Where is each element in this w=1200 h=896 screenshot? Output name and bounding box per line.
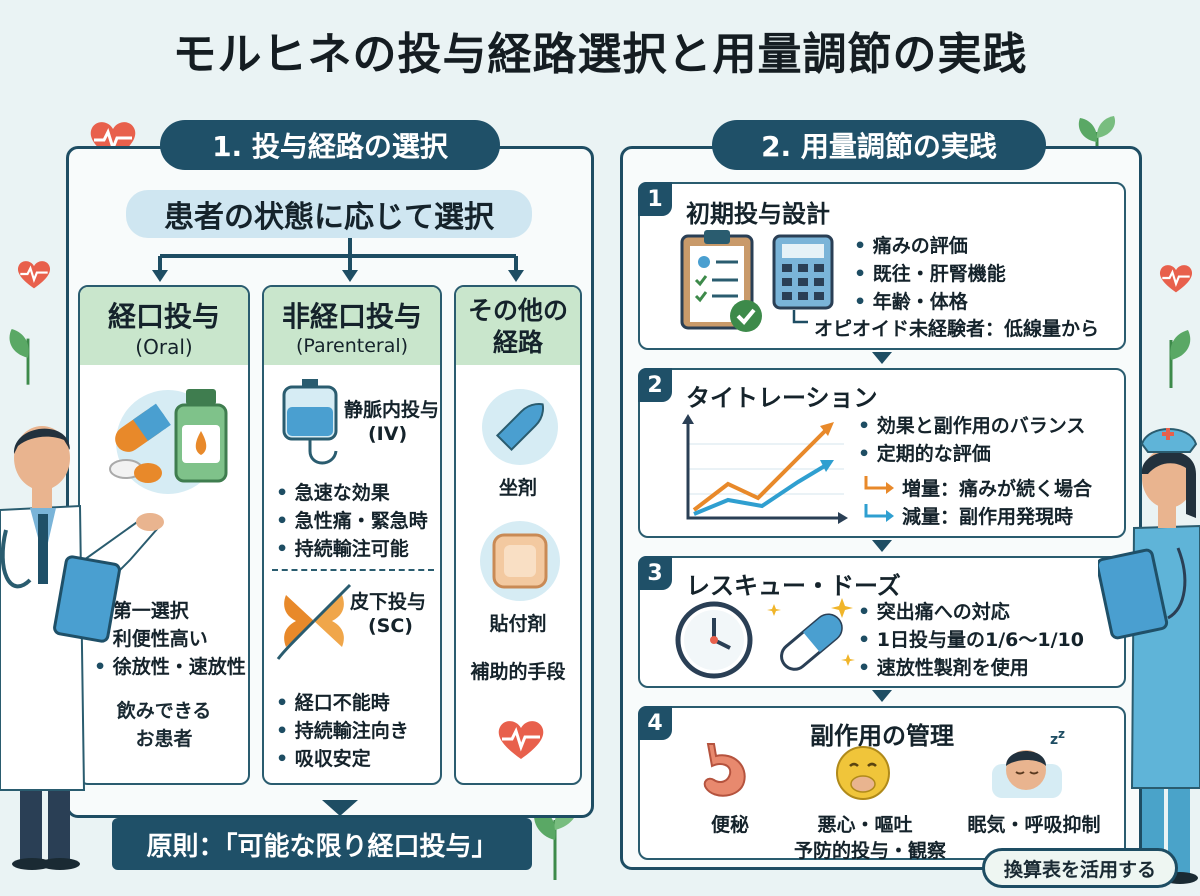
sc-label: 皮下投与 <box>350 591 427 613</box>
drowsiness-label: 眠気・呼吸抑制 <box>967 814 1101 836</box>
nausea-label: 悪心・嘔吐 <box>817 814 913 836</box>
step1-bullet: 年齢・体格 <box>854 288 1006 316</box>
other-route-column: その他の 経路 坐剤 貼付剤 補助的手段 <box>454 285 582 785</box>
patch-label: 貼付剤 <box>489 613 547 635</box>
aux-label: 補助的手段 <box>470 661 566 683</box>
step-side-effects: 4 副作用の管理 便秘 悪心・嘔吐 予防的投与・観察 z z 眠気・呼吸抑制 <box>638 706 1126 862</box>
svg-text:z: z <box>1050 732 1058 748</box>
stomach-icon <box>703 743 746 797</box>
patch-icon <box>480 521 560 601</box>
selector-label: 患者の状態に応じて選択 <box>126 190 532 238</box>
medicine-bottle-icon <box>174 389 228 483</box>
heart-pulse-icon <box>1159 265 1193 293</box>
arrow-down <box>322 800 358 816</box>
decrease-rule: 減量：副作用発現時 <box>902 506 1074 528</box>
step3-bullet: 速放性製剤を使用 <box>858 654 1084 682</box>
step-number: 2 <box>638 368 672 402</box>
heart-pulse-icon <box>498 721 544 759</box>
iv-bag-icon <box>282 379 338 465</box>
iv-label: 静脈内投与 <box>344 399 440 421</box>
page-title: モルヒネの投与経路選択と用量調節の実践 <box>172 29 1028 80</box>
prevention-label: 予防的投与・観察 <box>793 840 946 862</box>
leaf-icon <box>1169 330 1191 388</box>
step2-bullet: 効果と副作用のバランス <box>858 412 1086 440</box>
divider <box>272 569 434 571</box>
step-title: タイトレーション <box>686 384 878 412</box>
sc-abbr: (SC) <box>368 615 413 637</box>
capsule-icon <box>767 598 855 671</box>
constipation-label: 便秘 <box>710 814 749 836</box>
increase-arrow-icon <box>864 476 894 494</box>
iv-bullet: 持続輸注可能 <box>276 535 428 563</box>
sc-bullet: 持続輸注向き <box>276 717 409 745</box>
oral-title: 経口投与 <box>107 300 220 333</box>
sleeping-face-icon: z z <box>992 728 1065 798</box>
step2-bullet: 定期的な評価 <box>858 440 1085 468</box>
oral-subtitle: (Oral) <box>135 335 193 359</box>
nausea-face-icon <box>836 746 890 800</box>
nurse-illustration <box>1098 428 1200 884</box>
decrease-arrow-icon <box>864 504 894 522</box>
oral-note-line2: お患者 <box>135 728 193 750</box>
step-title: 初期投与設計 <box>686 200 830 228</box>
sc-bullet: 吸収安定 <box>276 745 409 773</box>
iv-bullet: 急速な効果 <box>276 479 428 507</box>
iv-bullet: 急性痛・緊急時 <box>276 507 428 535</box>
route-branch-connector <box>152 238 524 282</box>
arrow-down <box>872 540 892 552</box>
suppository-icon <box>482 389 558 465</box>
iv-abbr: (IV) <box>368 423 408 445</box>
parenteral-route-column: 非経口投与 (Parenteral) 静脈内投与 (IV) 急速な効果 急性痛・… <box>262 285 442 785</box>
step1-note: オピオイド未経験者：低線量から <box>814 318 1100 340</box>
clock-icon <box>675 601 753 679</box>
oral-bullet: 第一選択 <box>94 597 246 625</box>
butterfly-needle-icon <box>276 583 352 660</box>
leaf-icon <box>9 329 30 385</box>
increase-rule: 増量：痛みが続く場合 <box>902 478 1093 500</box>
step3-bullet: 1日投与量の1/6〜1/10 <box>858 626 1084 654</box>
oral-bullet: 利便性高い <box>94 625 246 653</box>
other-title-line2: 経路 <box>492 328 543 357</box>
doctor-illustration <box>0 426 164 870</box>
sc-bullet: 経口不能時 <box>276 689 409 717</box>
calculator-icon <box>772 234 834 310</box>
step-title: 副作用の管理 <box>810 722 954 750</box>
section-label-route: 1. 投与経路の選択 <box>160 120 500 170</box>
conversion-table-note: 換算表を活用する <box>982 848 1178 888</box>
oral-route-column: 経口投与 (Oral) 第一選択 利便性高い 徐放性・速放性 飲みできる お患者 <box>78 285 250 785</box>
parenteral-subtitle: (Parenteral) <box>295 335 409 357</box>
parenteral-title: 非経口投与 <box>281 300 422 333</box>
heart-pulse-icon <box>17 261 51 289</box>
suppository-label: 坐剤 <box>498 477 537 499</box>
arrow-down <box>872 352 892 364</box>
clipboard-icon <box>680 230 762 332</box>
arrow-down <box>872 690 892 702</box>
step-number: 1 <box>638 182 672 216</box>
principle-banner: 原則：「可能な限り経口投与」 <box>112 818 532 870</box>
step-initial-dosing: 1 初期投与設計 痛みの評価 既往・肝腎機能 年齢・体格 オピオイド未経験者：低… <box>638 182 1126 350</box>
step-titration: 2 タイトレーション 効果と副作用のバランス 定期的な評価 増量：痛みが続く場合… <box>638 368 1126 538</box>
svg-text:z: z <box>1058 728 1065 741</box>
step1-bullet: 既往・肝腎機能 <box>854 260 1006 288</box>
oral-bullet: 徐放性・速放性 <box>94 653 246 681</box>
step-number: 3 <box>638 556 672 590</box>
step-rescue-dose: 3 レスキュー・ドーズ 突出痛への対応 1日投与量の1/6〜1/10 速放性製剤… <box>638 556 1126 688</box>
other-title-line1: その他の <box>467 296 568 325</box>
step-title: レスキュー・ドーズ <box>686 572 901 600</box>
trend-chart-icon <box>682 414 848 524</box>
section-label-dose: 2. 用量調節の実践 <box>712 120 1046 170</box>
corner-arrow-icon <box>792 310 808 324</box>
step-number: 4 <box>638 706 672 740</box>
oral-note-line1: 飲みできる <box>116 700 212 722</box>
step1-bullet: 痛みの評価 <box>854 232 1006 260</box>
step3-bullet: 突出痛への対応 <box>858 598 1084 626</box>
